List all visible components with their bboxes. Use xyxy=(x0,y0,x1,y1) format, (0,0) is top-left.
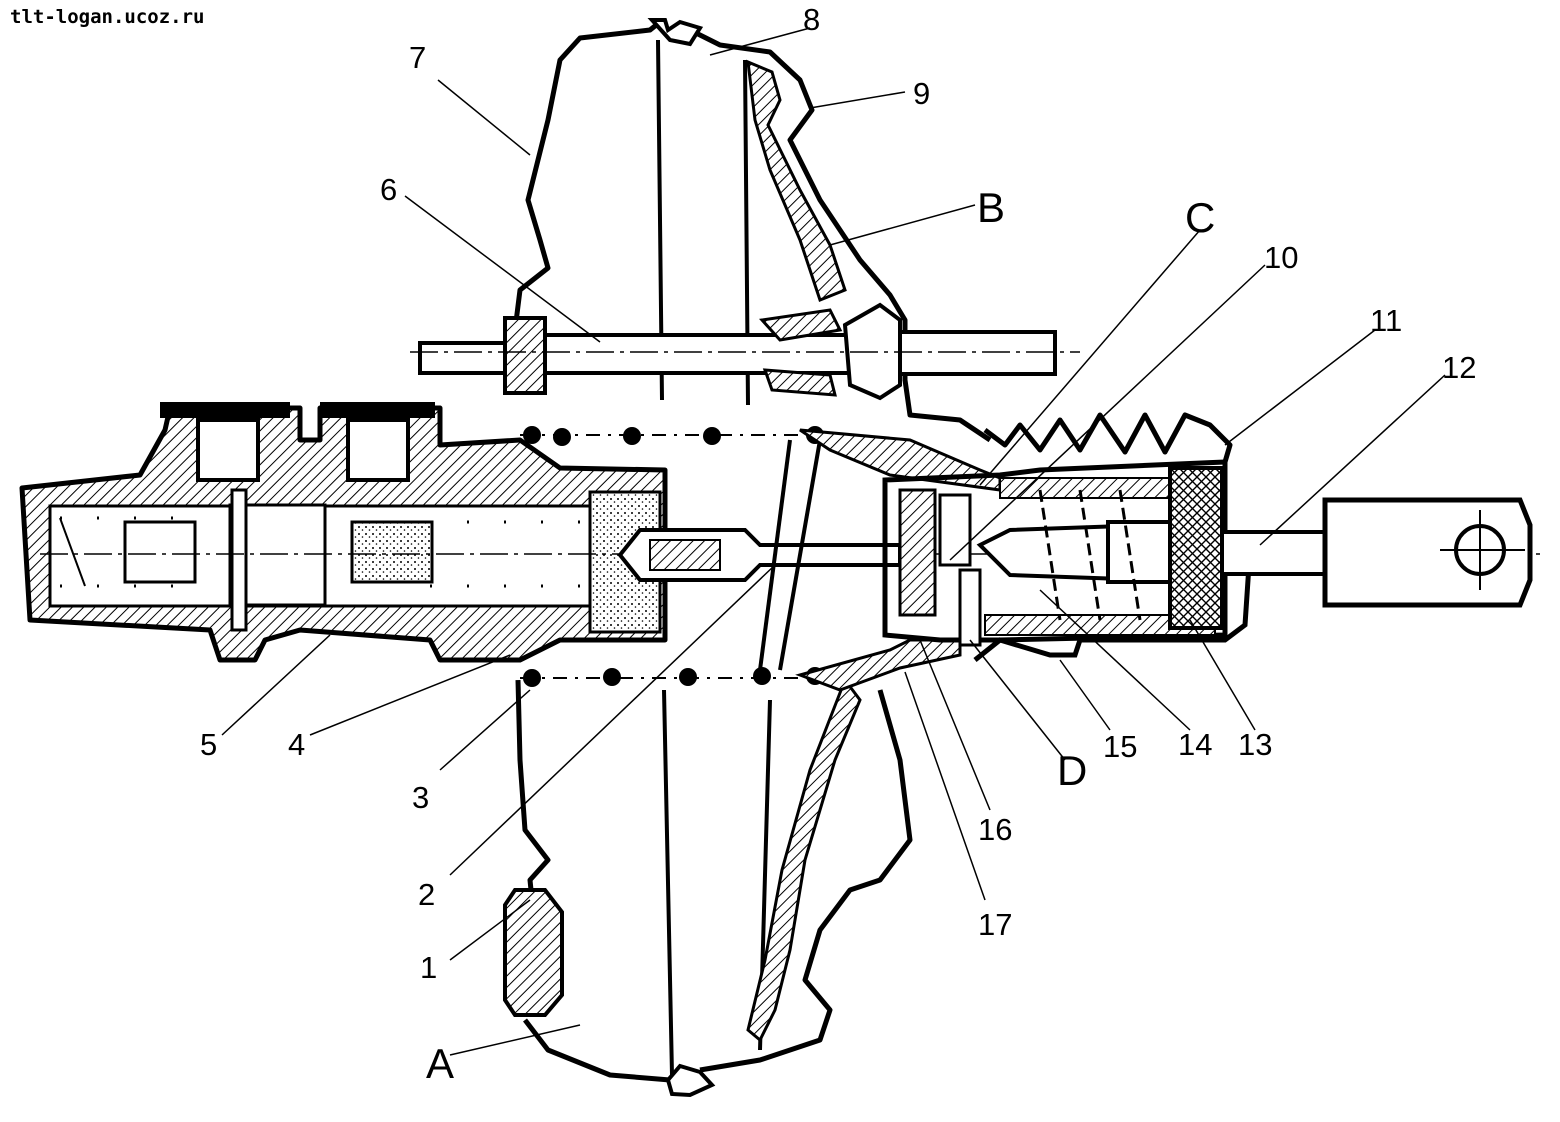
callout-4: 4 xyxy=(288,727,305,762)
callout-13: 13 xyxy=(1238,727,1272,762)
callout-7: 7 xyxy=(409,40,426,75)
callout-A: A xyxy=(426,1040,454,1087)
callout-14: 14 xyxy=(1178,727,1212,762)
boot-lower xyxy=(973,549,1253,662)
callout-D: D xyxy=(1057,747,1087,794)
diaphragm-upper xyxy=(746,59,847,302)
shell-bead-bottom xyxy=(665,1063,716,1098)
booster-rear-shell xyxy=(688,27,992,1073)
master-cylinder xyxy=(19,402,1540,663)
watermark: tlt-logan.ucoz.ru xyxy=(10,6,205,28)
callout-17: 17 xyxy=(978,907,1012,942)
leader-lines xyxy=(221,27,1446,1056)
lower-nut xyxy=(503,888,564,1017)
diaphragm-lower xyxy=(746,676,862,1043)
valve-body xyxy=(795,428,1228,692)
callout-12: 12 xyxy=(1442,350,1476,385)
shell-bead-top xyxy=(647,18,704,47)
callout-B: B xyxy=(977,184,1005,231)
stud-rod xyxy=(410,302,1080,401)
callout-9: 9 xyxy=(913,76,930,111)
push-rod xyxy=(617,528,902,582)
callout-3: 3 xyxy=(412,780,429,815)
callout-15: 15 xyxy=(1103,729,1137,764)
callout-10: 10 xyxy=(1264,240,1298,275)
callout-8: 8 xyxy=(803,2,820,37)
callout-C: C xyxy=(1185,194,1215,241)
callout-2: 2 xyxy=(418,877,435,912)
callout-6: 6 xyxy=(380,172,397,207)
dust-boot xyxy=(983,412,1233,463)
callout-11: 11 xyxy=(1370,303,1402,338)
callout-1: 1 xyxy=(420,950,437,985)
callout-16: 16 xyxy=(978,812,1012,847)
input-rod xyxy=(1220,497,1533,608)
callout-5: 5 xyxy=(200,727,217,762)
